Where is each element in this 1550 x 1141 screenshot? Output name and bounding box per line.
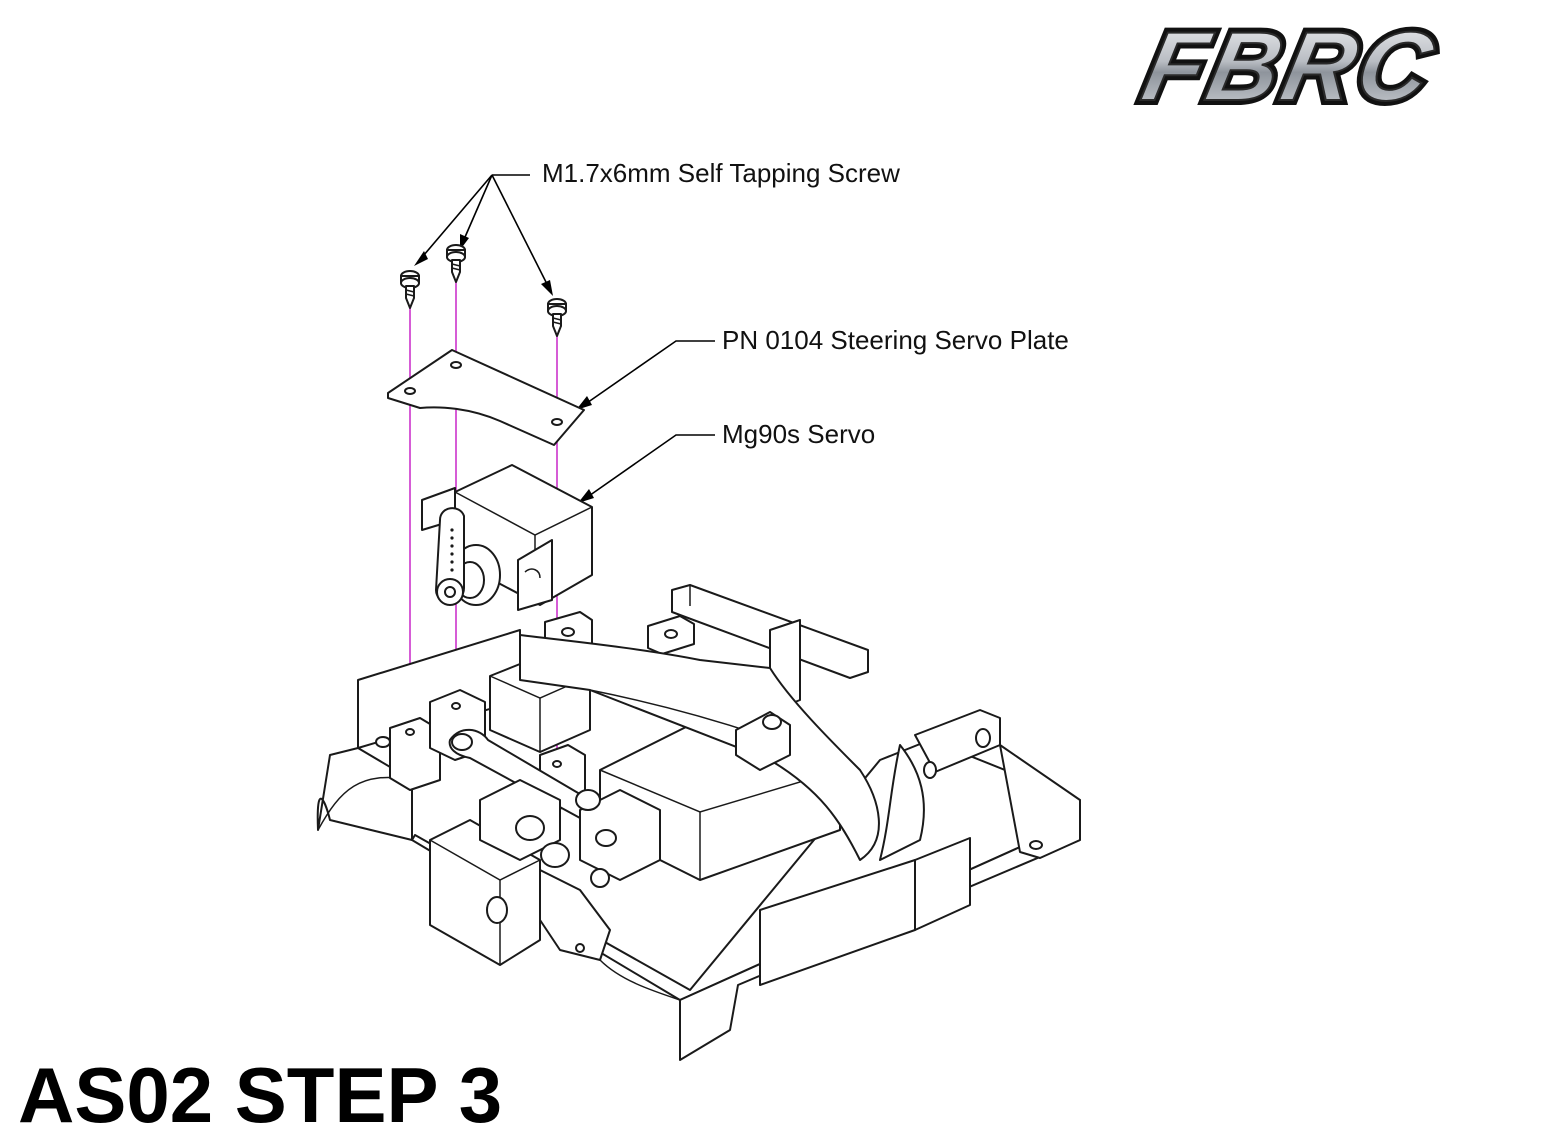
servo-icon [421, 464, 593, 611]
plate-leader [576, 340, 715, 410]
screw-leaders [414, 174, 553, 296]
screw-label: M1.7x6mm Self Tapping Screw [542, 158, 900, 188]
plate-label: PN 0104 Steering Servo Plate [722, 325, 1069, 355]
logo-icon: FBRC FBRC [1129, 7, 1451, 127]
plate-icon [387, 349, 585, 446]
chassis-icon [316, 584, 1081, 1061]
servo-leader [578, 434, 715, 503]
servo-label: Mg90s Servo [722, 419, 875, 449]
step-title: AS02 STEP 3 [18, 1051, 502, 1139]
logo-outline: FBRC [1134, 12, 1446, 122]
logo-text: FBRC [1134, 12, 1446, 122]
screw-icon [400, 244, 567, 337]
